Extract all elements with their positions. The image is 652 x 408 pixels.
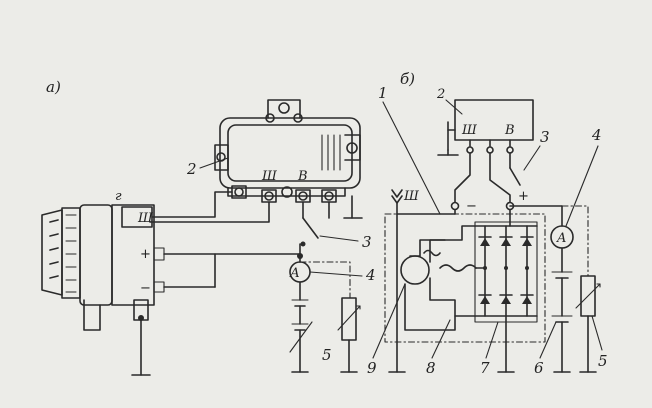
load-number-b: 5 — [598, 352, 608, 370]
panel-a-wiring — [149, 191, 363, 373]
generator-enclosure — [384, 213, 546, 343]
rotor-number: 9 — [367, 359, 377, 377]
ammeter-a-symbol: A — [289, 266, 299, 281]
rectifier-number: 7 — [480, 359, 490, 377]
voltage-regulator — [214, 99, 361, 203]
panel-a-label: а) — [46, 78, 61, 96]
load-number-a: 5 — [322, 346, 332, 364]
plus-terminal-label: + — [140, 247, 151, 262]
minus-terminal-label: − — [140, 281, 151, 296]
regulator-b-sh: Ш — [461, 123, 478, 138]
voltage-regulator-b — [437, 99, 534, 156]
switch-number-a: 3 — [362, 233, 372, 251]
stator-number: 8 — [426, 359, 436, 377]
ammeter-number-a: 4 — [365, 266, 376, 284]
rectifier-bridge — [474, 209, 538, 373]
alternator — [41, 204, 165, 376]
ammeter-number-b: 4 — [591, 126, 602, 144]
field-terminal-label: Ш — [137, 211, 154, 226]
regulator-sh-label: Ш — [261, 169, 278, 184]
regulator-b-number: 2 — [436, 87, 445, 102]
panel-b-output — [509, 205, 601, 373]
minus-sign-b: − — [466, 199, 477, 214]
field-terminal-b-label: Ш — [403, 189, 420, 204]
stator-winding — [400, 225, 486, 331]
ammeter-b-symbol: A — [556, 231, 566, 246]
switch-number-b: 3 — [540, 128, 550, 146]
regulator-v-label: В — [297, 169, 308, 184]
regulator-b-v: В — [504, 123, 515, 138]
field-terminal-b — [388, 189, 456, 373]
battery-number-b: 6 — [534, 359, 544, 377]
panel-b-label: б) — [400, 70, 415, 88]
generator-mark: г — [115, 189, 122, 204]
panel-b-control-wiring — [450, 152, 521, 211]
plus-sign-b: + — [518, 189, 529, 204]
regulator-number: 2 — [186, 160, 197, 178]
generator-number-b: 1 — [378, 84, 388, 102]
